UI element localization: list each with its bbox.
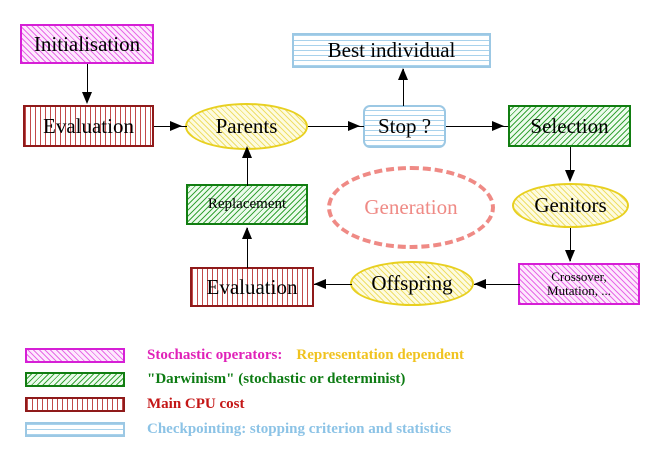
node-best-individual-label: Best individual — [327, 38, 456, 63]
edge-stop-to-best-individual — [403, 69, 404, 106]
arrowhead-stop-to-selection — [492, 121, 504, 131]
node-evaluation-bottom[interactable]: Evaluation — [190, 267, 314, 307]
edge-stop-to-selection — [446, 126, 508, 127]
legend-row-3: Checkpointing: stopping criterion and st… — [25, 421, 451, 438]
node-offspring-label: Offspring — [371, 271, 453, 296]
legend-label-checkpointing: Checkpointing: stopping criterion and st… — [147, 421, 452, 437]
node-selection-label: Selection — [530, 113, 609, 138]
arrowhead-offspring-to-evaluation — [314, 279, 326, 289]
node-replacement-label: Replacement — [207, 195, 287, 212]
node-crossover-label-line2: Mutation, ... — [547, 283, 611, 298]
node-parents-label: Parents — [215, 114, 278, 139]
arrowhead-selection-to-genitors — [565, 170, 575, 182]
node-evaluation-bottom-label: Evaluation — [206, 274, 298, 299]
node-parents[interactable]: Parents — [185, 103, 308, 150]
node-evaluation-top[interactable]: Evaluation — [23, 105, 154, 147]
legend-swatch-stochastic-operators — [25, 348, 125, 363]
node-genitors[interactable]: Genitors — [512, 183, 629, 228]
arrowhead-evaluation-bottom-to-replacement — [242, 227, 252, 239]
legend-swatch-darwinism — [25, 372, 125, 387]
node-evaluation-top-label: Evaluation — [43, 113, 134, 138]
legend-label-stochastic-operators: Stochastic operators: — [147, 347, 283, 363]
legend-label-darwinism: "Darwinism" (stochastic or determinist) — [147, 371, 406, 387]
legend-row-0: Stochastic operators: Representation dep… — [25, 347, 464, 364]
node-stop-label: Stop ? — [377, 114, 432, 139]
node-best-individual[interactable]: Best individual — [292, 33, 491, 68]
edge-crossover-to-offspring — [474, 284, 520, 285]
arrowhead-parents-to-stop — [348, 121, 360, 131]
node-replacement[interactable]: Replacement — [186, 184, 308, 225]
legend-label-representation-dependent: Representation dependent — [296, 347, 465, 363]
arrowhead-evaluation-to-parents — [170, 121, 182, 131]
arrowhead-genitors-to-crossover — [565, 250, 575, 262]
arrowhead-crossover-to-offspring — [474, 279, 486, 289]
node-offspring[interactable]: Offspring — [350, 261, 474, 306]
node-initialisation-label: Initialisation — [33, 31, 141, 56]
node-crossover-mutation[interactable]: Crossover, Mutation, ... — [518, 263, 640, 305]
legend-row-2: Main CPU cost — [25, 396, 245, 413]
edge-genitors-to-crossover — [570, 228, 571, 261]
node-selection[interactable]: Selection — [508, 105, 631, 147]
legend-row-1: "Darwinism" (stochastic or determinist) — [25, 371, 405, 388]
edge-replacement-to-parents — [247, 148, 248, 186]
arrowhead-stop-to-best-individual — [398, 68, 408, 80]
node-crossover-label-line1: Crossover, — [551, 269, 607, 285]
edge-initialisation-to-evaluation — [87, 64, 88, 97]
node-generation-label: Generation — [364, 195, 458, 219]
arrowhead-initialisation-to-evaluation — [82, 92, 92, 104]
node-genitors-label: Genitors — [534, 193, 607, 218]
legend-label-main-cpu-cost: Main CPU cost — [147, 396, 245, 412]
legend-swatch-checkpointing — [25, 422, 125, 437]
node-generation-loop: Generation — [327, 166, 495, 249]
legend-swatch-main-cpu-cost — [25, 397, 125, 412]
arrowhead-replacement-to-parents — [242, 146, 252, 158]
edge-parents-to-stop — [308, 126, 364, 127]
edge-evaluation-bottom-to-replacement — [247, 228, 248, 268]
edge-selection-to-genitors — [570, 147, 571, 179]
node-stop[interactable]: Stop ? — [363, 105, 446, 148]
node-initialisation[interactable]: Initialisation — [20, 24, 154, 64]
edge-offspring-to-evaluation — [314, 284, 352, 285]
